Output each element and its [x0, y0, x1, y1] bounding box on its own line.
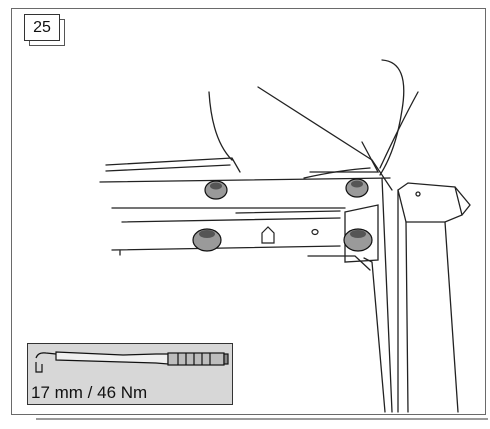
tool-spec-box: 17 mm / 46 Nm	[27, 343, 233, 405]
tool-spec-label: 17 mm / 46 Nm	[31, 383, 148, 402]
torque-wrench-icon	[35, 351, 229, 373]
step-number: 25	[24, 14, 60, 41]
bottom-divider	[36, 418, 488, 420]
